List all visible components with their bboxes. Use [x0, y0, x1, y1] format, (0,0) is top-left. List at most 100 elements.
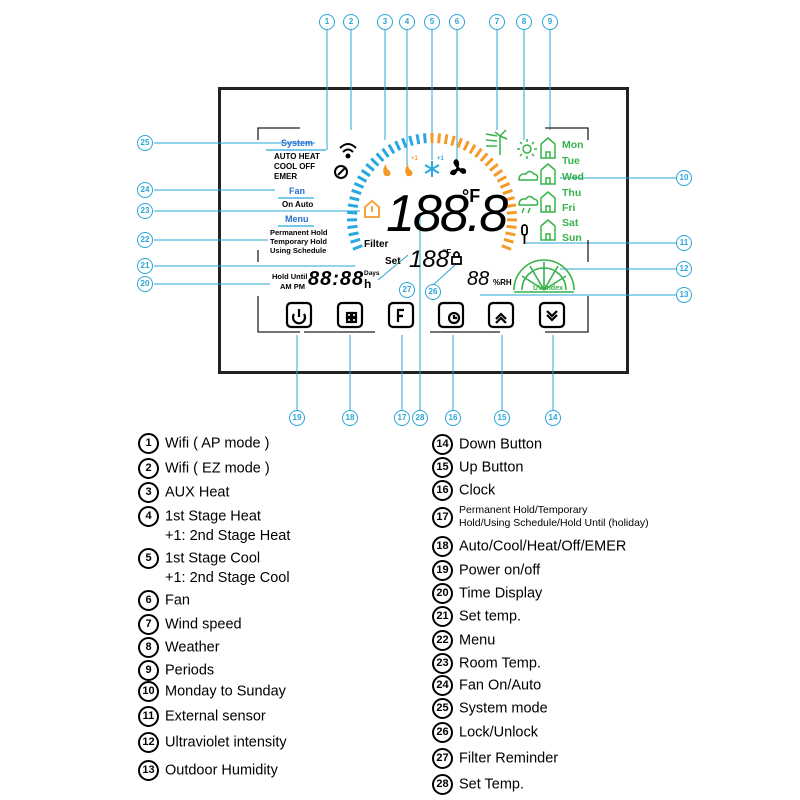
legend-number-badge: 8	[138, 637, 159, 658]
arc-tick	[493, 168, 504, 178]
arc-tick	[381, 147, 390, 158]
callout-14: 14	[545, 410, 561, 426]
arc-tick	[347, 210, 358, 215]
arc-tick	[347, 203, 359, 208]
arc-tick	[468, 143, 477, 155]
legend-text: Ultraviolet intensity	[165, 734, 287, 751]
system-title: System	[281, 138, 314, 148]
legend-number-badge: 25	[432, 698, 453, 719]
legend-text: Auto/Cool/Heat/Off/EMER	[459, 538, 627, 555]
callout-6: 6	[449, 14, 465, 30]
callout-19: 19	[289, 410, 305, 426]
legend-number-badge: 4	[138, 506, 159, 527]
legend-number-badge: 10	[138, 681, 159, 702]
arc-tick	[348, 231, 359, 237]
callout-11: 11	[676, 235, 692, 251]
legend-text: Set Temp.	[459, 776, 525, 793]
arc-tick	[357, 175, 368, 183]
arc-tick	[505, 231, 516, 237]
arc-tick	[450, 135, 456, 147]
up-button-icon	[487, 301, 515, 329]
callout-20: 20	[137, 276, 153, 292]
legend-number-badge: 26	[432, 722, 453, 743]
day-wed: Wed	[562, 171, 584, 183]
legend-right-item-18: 18 Auto/Cool/Heat/Off/EMER	[432, 536, 626, 557]
legend-number-badge: 18	[432, 536, 453, 557]
callout-9: 9	[542, 14, 558, 30]
arc-tick	[505, 203, 517, 208]
legend-text: Up Button	[459, 459, 524, 476]
arc-tick	[394, 140, 402, 151]
day-sun: Sun	[562, 232, 582, 244]
wifi-ez-icon	[339, 143, 357, 159]
legend-left-item-12: 12 Ultraviolet intensity	[138, 732, 287, 753]
callout-16: 16	[445, 410, 461, 426]
callout-2: 2	[343, 14, 359, 30]
arc-tick	[408, 135, 414, 147]
legend-number-badge: 11	[138, 706, 159, 727]
set-temp-digits: 188	[409, 246, 450, 273]
legend-text: Monday to Sunday	[165, 683, 286, 700]
callout-27: 27	[399, 282, 415, 298]
uv-index-gauge	[513, 259, 575, 293]
arc-tick	[422, 133, 427, 144]
arc-tick	[504, 196, 515, 202]
arc-tick	[415, 134, 421, 145]
legend-number-badge: 3	[138, 482, 159, 503]
arc-tick	[499, 181, 511, 189]
callout-28: 28	[412, 410, 428, 426]
arc-tick	[479, 152, 489, 163]
legend-number-badge: 12	[138, 732, 159, 753]
filter-label: Filter	[364, 239, 389, 250]
legend-number-badge: 15	[432, 457, 453, 478]
arc-tick	[496, 175, 507, 183]
set-temp-unit: °F	[443, 248, 452, 257]
weather-icons	[517, 139, 539, 214]
callout-7: 7	[489, 14, 505, 30]
legend-text: Clock	[459, 482, 496, 499]
legend-number-badge: 23	[432, 653, 453, 674]
callout-18: 18	[342, 410, 358, 426]
humidity-digits: 88	[467, 268, 490, 290]
day-sat: Sat	[562, 217, 579, 229]
callout-5: 5	[424, 14, 440, 30]
callout-22: 22	[137, 232, 153, 248]
system-mode-2: COOL OFF	[274, 162, 316, 171]
legend-text-second-line: +1: 2nd Stage Heat	[165, 528, 291, 544]
legend-text: Room Temp.	[459, 655, 541, 672]
wind-speed-icon	[485, 129, 508, 155]
legend-text: 1st Stage Heat	[165, 508, 261, 525]
stage-cool-icon	[424, 161, 440, 177]
day-tue: Tue	[562, 155, 580, 167]
legend-text: Wifi ( AP mode )	[165, 435, 270, 452]
time-digits: 88:88	[308, 268, 365, 290]
legend-text: Time Display	[459, 585, 543, 602]
callout-15: 15	[494, 410, 510, 426]
external-sensor-icon	[521, 224, 528, 244]
legend-right-item-23: 23 Room Temp.	[432, 653, 541, 674]
callout-17: 17	[394, 410, 410, 426]
callout-3: 3	[377, 14, 393, 30]
callout-12: 12	[676, 261, 692, 277]
arc-tick	[375, 152, 385, 163]
arc-tick	[506, 210, 517, 215]
callout-26: 26	[425, 284, 441, 300]
down-button-icon	[538, 301, 566, 329]
legend-right-item-15: 15 Up Button	[432, 457, 524, 478]
legend-text: Wind speed	[165, 616, 242, 633]
hold-until-label: Hold Until	[272, 272, 308, 281]
arc-tick	[506, 224, 517, 229]
fan-icon	[450, 159, 467, 176]
am-pm-label: AM PM	[280, 282, 305, 291]
legend-number-badge: 28	[432, 774, 453, 795]
arc-tick	[350, 237, 361, 244]
system-mode-3: EMER	[274, 172, 298, 181]
system-mode-1: AUTO HEAT	[274, 152, 320, 161]
